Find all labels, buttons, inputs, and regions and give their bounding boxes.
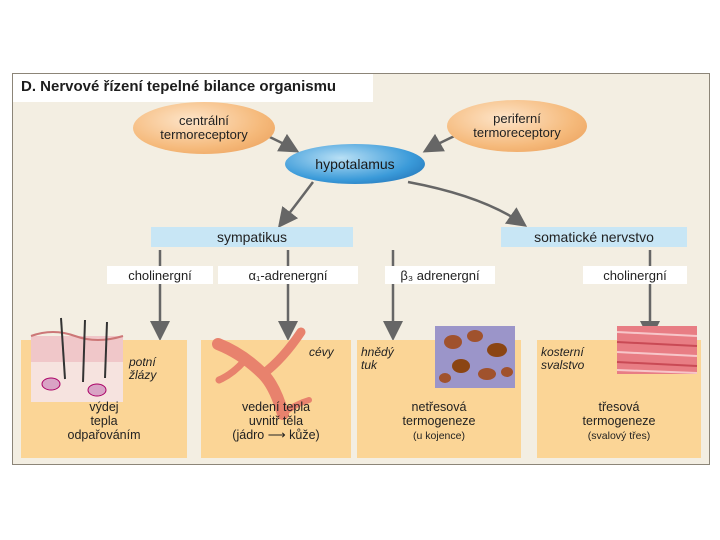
- internal-heat-conduction-text: vedení tepla uvnitř těla (jádro ⟶ kůže): [232, 400, 320, 442]
- brown-fat-illustration: [435, 326, 515, 388]
- illustrations-layer: [30, 317, 698, 420]
- arrows-layer: [150, 132, 660, 341]
- title-bar: D. Nervové řízení tepelné bilance organi…: [13, 74, 373, 102]
- beta3-adrenergic-label: β₃ adrenergní: [385, 266, 495, 284]
- cholinergic-right-label: cholinergní: [583, 266, 687, 284]
- cholinergic-left-label: cholinergní: [107, 266, 213, 284]
- hub-arrows: [277, 180, 528, 228]
- skin-illustration: [30, 317, 124, 402]
- muscle-illustration: [616, 326, 698, 374]
- vessel-illustration: [212, 327, 312, 420]
- vessels-label: cévy: [309, 345, 334, 359]
- sympathetic-bar: sympatikus: [151, 227, 353, 247]
- somatic-bar: somatické nervstvo: [501, 227, 687, 247]
- shivering-thermogenesis-text: třesová termogeneze (svalový třes): [582, 400, 656, 442]
- figure-title: D. Nervové řízení tepelné bilance organi…: [21, 78, 337, 95]
- figure-scan: D. Nervové řízení tepelné bilance organi…: [12, 73, 710, 465]
- heat-loss-evaporation-text: výdej tepla odpařováním: [67, 400, 141, 442]
- alpha1-adrenergic-label: α₁-adrenergní: [218, 266, 358, 284]
- non-shivering-thermogenesis-text: netřesová termogeneze (u kojence): [402, 400, 476, 442]
- pathway-arrows: [150, 250, 660, 341]
- hypothalamus-node: hypotalamus: [285, 144, 425, 184]
